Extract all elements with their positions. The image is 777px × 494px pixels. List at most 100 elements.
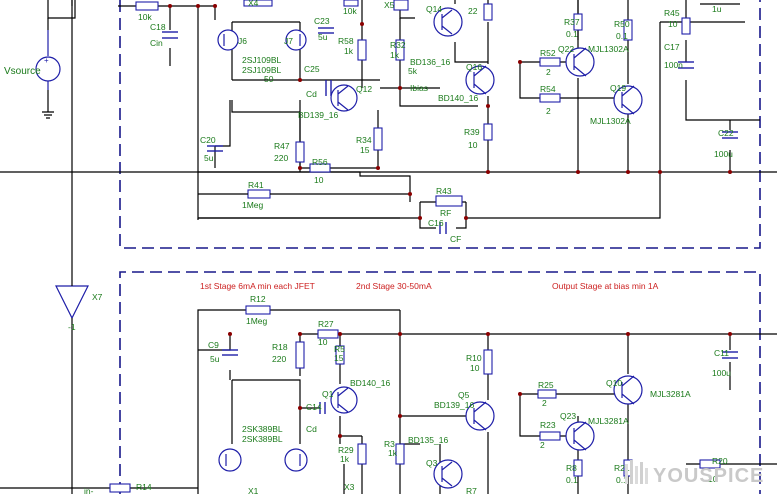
q12-label: Q12: [356, 84, 372, 94]
in-minus-label: in-: [84, 486, 94, 494]
vsource-label: Vsource: [4, 66, 41, 77]
vsource-symbol: +: [35, 0, 76, 119]
q5-part: BD139_16: [434, 400, 474, 410]
r8-label: R8: [566, 463, 577, 473]
r54-label: R54: [540, 84, 556, 94]
r20-value: 10: [708, 474, 718, 484]
q22-label: Q22: [558, 44, 574, 54]
rf-value: RF: [440, 208, 451, 218]
r27-label: R27: [318, 319, 334, 329]
r56-value: 10: [314, 175, 324, 185]
lower-components: [109, 305, 738, 493]
upper-stage-box: [119, 0, 761, 249]
q23-part: MJL3281A: [588, 416, 629, 426]
r10-label: R10: [466, 353, 482, 363]
r14-lower-label: R14: [136, 482, 152, 492]
r5-value: 15: [334, 353, 344, 363]
c23-value: 5u: [318, 32, 328, 42]
x1-label: X1: [248, 486, 259, 494]
c18-label: C18: [150, 22, 166, 32]
c9-label: C9: [208, 340, 219, 350]
note-first-stage: 1st Stage 6mA min each JFET: [200, 281, 315, 291]
c18-value: Cin: [150, 38, 163, 48]
r54-value: 2: [546, 106, 551, 116]
q12-part: BD139_16: [298, 110, 338, 120]
q5-label: Q5: [458, 390, 470, 400]
x7-gain: -1: [68, 322, 76, 332]
q3-label: Q3: [426, 458, 438, 468]
r32-value: 1k: [390, 50, 400, 60]
q14-part: BD136_16: [410, 57, 450, 67]
jfet-part-2: 2SJ109BL: [242, 65, 281, 75]
c14-label: C14: [306, 402, 322, 412]
upper-components: [135, 0, 740, 234]
watermark: YOUSPICE: [625, 460, 764, 487]
j6-label: J6: [238, 36, 247, 46]
c22-label: C22: [718, 128, 734, 138]
q3-part: BD135_16: [408, 435, 448, 445]
q22-part: MJL1302A: [588, 44, 629, 54]
c11-value: 100u: [712, 368, 731, 378]
upper-junctions: [168, 4, 732, 220]
j7-label: J7: [284, 36, 293, 46]
r23-label: R23: [540, 420, 556, 430]
watermark-text: YOUSPICE: [653, 465, 764, 487]
q23-label: Q23: [560, 411, 576, 421]
r45-value: 10: [668, 19, 678, 29]
r5-label: R5: [334, 344, 345, 354]
q10-label: Q10: [606, 378, 622, 388]
r50-label: R50: [614, 19, 630, 29]
q1-label: Q1: [322, 389, 334, 399]
jfet-pot-value: 50: [264, 74, 274, 84]
c23-label: C23: [314, 16, 330, 26]
r18-label: R18: [272, 342, 288, 352]
r3-label: R3: [384, 439, 395, 449]
r47-value: 220: [274, 153, 288, 163]
r37-value: 0.1: [566, 29, 578, 39]
x7-label: X7: [92, 292, 103, 302]
r29-value: 1k: [340, 454, 350, 464]
c22-value: 100u: [714, 149, 733, 159]
top-right-cap-value: 1u: [712, 4, 722, 14]
r21-value: 0.1: [616, 475, 628, 485]
r12-value: 1Meg: [246, 316, 268, 326]
r58-value: 1k: [344, 46, 354, 56]
r10k-value: 10k: [343, 6, 357, 16]
x3-label: X3: [344, 482, 355, 492]
q1-part: BD140_16: [350, 378, 390, 388]
ibias-pot-value: 5k: [408, 66, 418, 76]
q19-label: Q19: [610, 83, 626, 93]
r8-value: 0.1: [566, 475, 578, 485]
r58-label: R58: [338, 36, 354, 46]
r25-value: 2: [542, 398, 547, 408]
q16-part: BD140_16: [438, 93, 478, 103]
r33-value: 22: [468, 6, 478, 16]
c9-value: 5u: [210, 354, 220, 364]
c17-label: C17: [664, 42, 680, 52]
x7-buffer: [55, 0, 89, 494]
q14-label: Q14: [426, 4, 442, 14]
r50-value: 0.1: [616, 31, 628, 41]
r32-label: R32: [390, 40, 406, 50]
r39-label: R39: [464, 127, 480, 137]
r20-label: R20: [712, 456, 728, 466]
note-second-stage: 2nd Stage 30-50mA: [356, 281, 432, 291]
r41-value: 1Meg: [242, 200, 264, 210]
watermark-logo-icon: [625, 460, 648, 484]
cf-value: CF: [450, 234, 461, 244]
r43-label: R43: [436, 186, 452, 196]
q16-label: Q16: [466, 62, 482, 72]
r52-value: 2: [546, 67, 551, 77]
r18-value: 220: [272, 354, 286, 364]
note-output-stage: Output Stage at bias min 1A: [552, 281, 659, 291]
r56-label: R56: [312, 157, 328, 167]
x4-label: X4: [248, 0, 259, 8]
c16-label: C16: [428, 218, 444, 228]
svg-text:+: +: [44, 56, 49, 65]
r29-label: R29: [338, 445, 354, 455]
r41-label: R41: [248, 180, 264, 190]
c17-value: 100n: [664, 60, 683, 70]
q10-part: MJL3281A: [650, 389, 691, 399]
r12-label: R12: [250, 294, 266, 304]
